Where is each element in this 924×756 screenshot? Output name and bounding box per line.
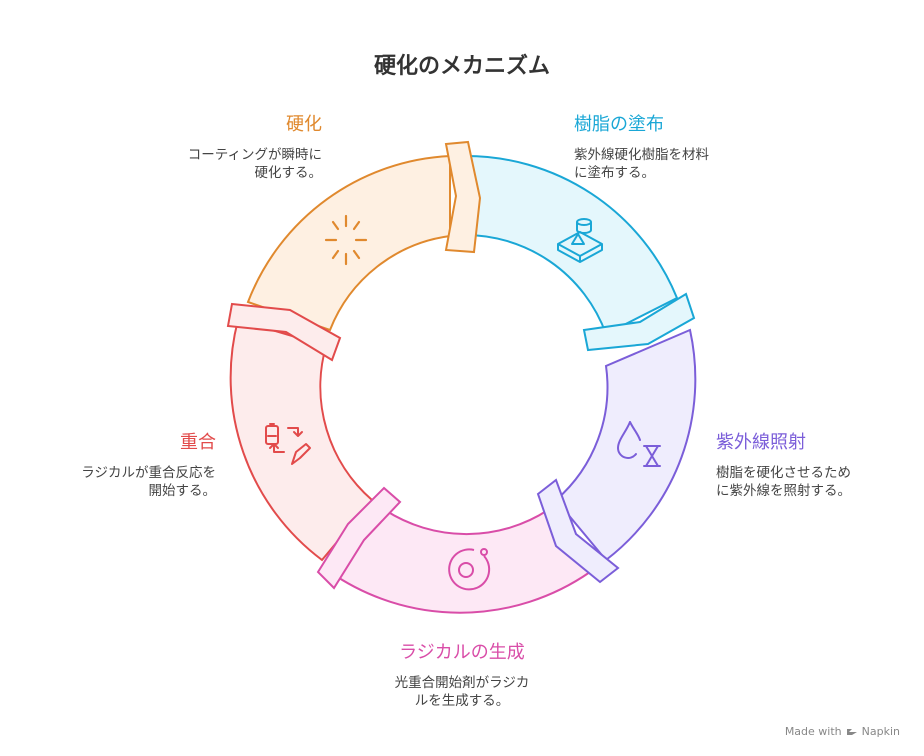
segment-resin-application <box>461 154 679 336</box>
napkin-logo-icon <box>846 728 857 735</box>
desc-polymerization: ラジカルが重合反応を 開始する。 <box>20 464 216 500</box>
footer-text: Made with <box>784 725 842 738</box>
label-resin-application: 樹脂の塗布 <box>574 114 664 135</box>
desc-line: 樹脂を硬化させるため <box>716 465 851 481</box>
uv-drop-hourglass-icon <box>616 421 661 467</box>
arrow-tab-polymerization <box>226 302 342 362</box>
segment-uv-irradiation <box>554 328 697 562</box>
desc-line: に塗布する。 <box>574 165 655 181</box>
label-polymerization: 重合 <box>180 432 216 453</box>
battery-cycle-icon <box>265 423 311 465</box>
desc-line: ラジカルが重合反応を <box>81 465 216 481</box>
desc-line: に紫外線を照射する。 <box>716 483 851 499</box>
desc-line: 紫外線硬化樹脂を材料 <box>574 147 709 163</box>
desc-uv-irradiation: 樹脂を硬化させるため に紫外線を照射する。 <box>716 464 851 500</box>
loading-spinner-icon <box>324 214 368 266</box>
arrow-tab-curing <box>444 140 482 254</box>
resin-block-icon <box>557 218 603 263</box>
label-uv-irradiation: 紫外線照射 <box>716 432 806 453</box>
footer-attribution: Made with Napkin <box>785 725 900 738</box>
desc-radical-generation: 光重合開始剤がラジカ ルを生成する。 <box>312 674 612 710</box>
desc-resin-application: 紫外線硬化樹脂を材料 に塗布する。 <box>574 146 709 182</box>
radical-orbit-icon <box>448 548 491 591</box>
label-radical-generation: ラジカルの生成 <box>399 642 525 663</box>
arrow-tab-uv <box>536 478 620 584</box>
page-title: 硬化のメカニズム <box>373 54 550 79</box>
arrow-tab-resin <box>582 292 696 352</box>
desc-line: 開始する。 <box>148 483 217 499</box>
footer-brand: Napkin <box>861 725 900 738</box>
label-curing: 硬化 <box>286 114 322 135</box>
arrow-tab-radical <box>316 486 402 590</box>
desc-line: 光重合開始剤がラジカ <box>394 675 530 691</box>
desc-line: 硬化する。 <box>254 165 323 181</box>
desc-line: コーティングが瞬時に <box>187 147 322 163</box>
segment-curing <box>246 154 451 332</box>
desc-curing: コーティングが瞬時に 硬化する。 <box>122 146 322 182</box>
desc-line: ルを生成する。 <box>414 693 510 709</box>
